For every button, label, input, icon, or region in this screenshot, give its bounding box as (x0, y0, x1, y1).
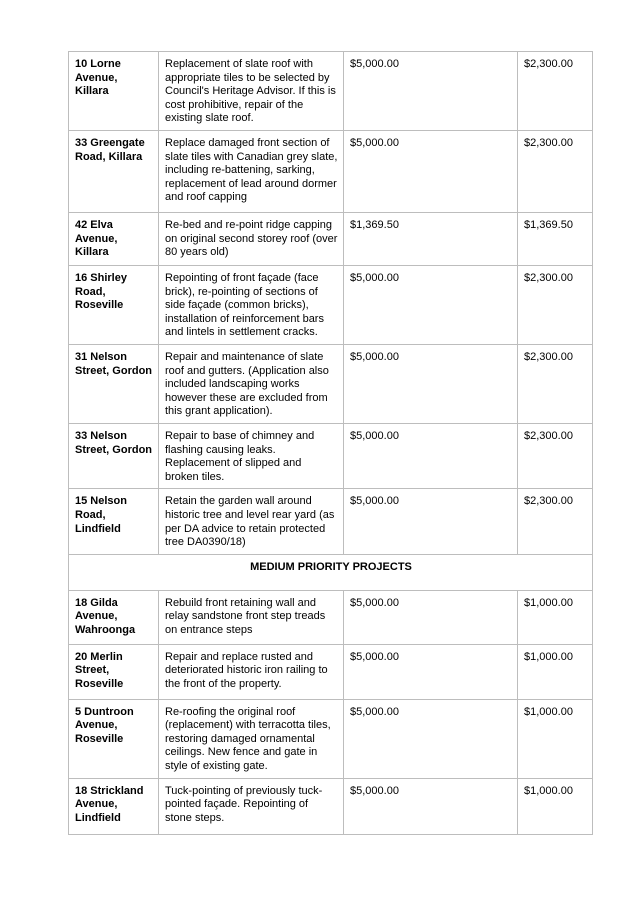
grant-amount: $1,000.00 (517, 589, 593, 645)
works-description: Retain the garden wall around historic t… (158, 488, 344, 555)
grant-amount: $2,300.00 (517, 422, 593, 490)
grant-amount: $1,000.00 (517, 777, 593, 835)
works-description: Re-roofing the original roof (replacemen… (158, 698, 344, 779)
works-description: Repointing of front façade (face brick),… (158, 265, 344, 345)
estimated-cost: $5,000.00 (343, 130, 518, 213)
estimated-cost: $5,000.00 (343, 51, 518, 131)
grant-amount: $2,300.00 (517, 130, 593, 213)
property-address: 10 Lorne Avenue, Killara (68, 51, 159, 131)
works-description: Re-bed and re-point ridge capping on ori… (158, 212, 344, 266)
section-heading-row: MEDIUM PRIORITY PROJECTS (68, 553, 593, 591)
works-description: Tuck-pointing of previously tuck-pointed… (158, 777, 344, 835)
estimated-cost: $1,369.50 (343, 212, 518, 266)
property-address: 33 Nelson Street, Gordon (68, 422, 159, 490)
estimated-cost: $5,000.00 (343, 698, 518, 779)
table-row: 33 Greengate Road, Killara Replace damag… (68, 130, 593, 213)
grant-amount: $2,300.00 (517, 51, 593, 131)
grant-amount: $2,300.00 (517, 343, 593, 424)
table-row: 20 Merlin Street, Roseville Repair and r… (68, 643, 593, 700)
property-address: 16 Shirley Road, Roseville (68, 265, 159, 345)
property-address: 31 Nelson Street, Gordon (68, 343, 159, 424)
table-row: 18 Strickland Avenue, Lindfield Tuck-poi… (68, 777, 593, 835)
works-description: Replace damaged front section of slate t… (158, 130, 344, 213)
property-address: 15 Nelson Road, Lindfield (68, 488, 159, 555)
estimated-cost: $5,000.00 (343, 777, 518, 835)
table-row: 42 Elva Avenue, Killara Re-bed and re-po… (68, 212, 593, 266)
estimated-cost: $5,000.00 (343, 643, 518, 700)
estimated-cost: $5,000.00 (343, 343, 518, 424)
property-address: 18 Strickland Avenue, Lindfield (68, 777, 159, 835)
grant-amount: $1,000.00 (517, 643, 593, 700)
table-row: 33 Nelson Street, Gordon Repair to base … (68, 422, 593, 490)
estimated-cost: $5,000.00 (343, 488, 518, 555)
property-address: 5 Duntroon Avenue, Roseville (68, 698, 159, 779)
grant-amount: $2,300.00 (517, 265, 593, 345)
table-row: 5 Duntroon Avenue, Roseville Re-roofing … (68, 698, 593, 779)
estimated-cost: $5,000.00 (343, 265, 518, 345)
property-address: 20 Merlin Street, Roseville (68, 643, 159, 700)
works-description: Repair and maintenance of slate roof and… (158, 343, 344, 424)
grant-amount: $2,300.00 (517, 488, 593, 555)
grant-amount: $1,369.50 (517, 212, 593, 266)
works-description: Rebuild front retaining wall and relay s… (158, 589, 344, 645)
table-row: 18 Gilda Avenue, Wahroonga Rebuild front… (68, 589, 593, 645)
table-row: 10 Lorne Avenue, Killara Replacement of … (68, 51, 593, 131)
grant-amount: $1,000.00 (517, 698, 593, 779)
works-description: Repair to base of chimney and flashing c… (158, 422, 344, 490)
property-address: 18 Gilda Avenue, Wahroonga (68, 589, 159, 645)
table-row: 31 Nelson Street, Gordon Repair and main… (68, 343, 593, 424)
estimated-cost: $5,000.00 (343, 422, 518, 490)
property-address: 33 Greengate Road, Killara (68, 130, 159, 213)
property-address: 42 Elva Avenue, Killara (68, 212, 159, 266)
grant-projects-table: 10 Lorne Avenue, Killara Replacement of … (68, 51, 593, 835)
section-heading: MEDIUM PRIORITY PROJECTS (68, 553, 593, 591)
works-description: Replacement of slate roof with appropria… (158, 51, 344, 131)
table-row: 15 Nelson Road, Lindfield Retain the gar… (68, 488, 593, 555)
works-description: Repair and replace rusted and deteriorat… (158, 643, 344, 700)
table-row: 16 Shirley Road, Roseville Repointing of… (68, 265, 593, 345)
estimated-cost: $5,000.00 (343, 589, 518, 645)
